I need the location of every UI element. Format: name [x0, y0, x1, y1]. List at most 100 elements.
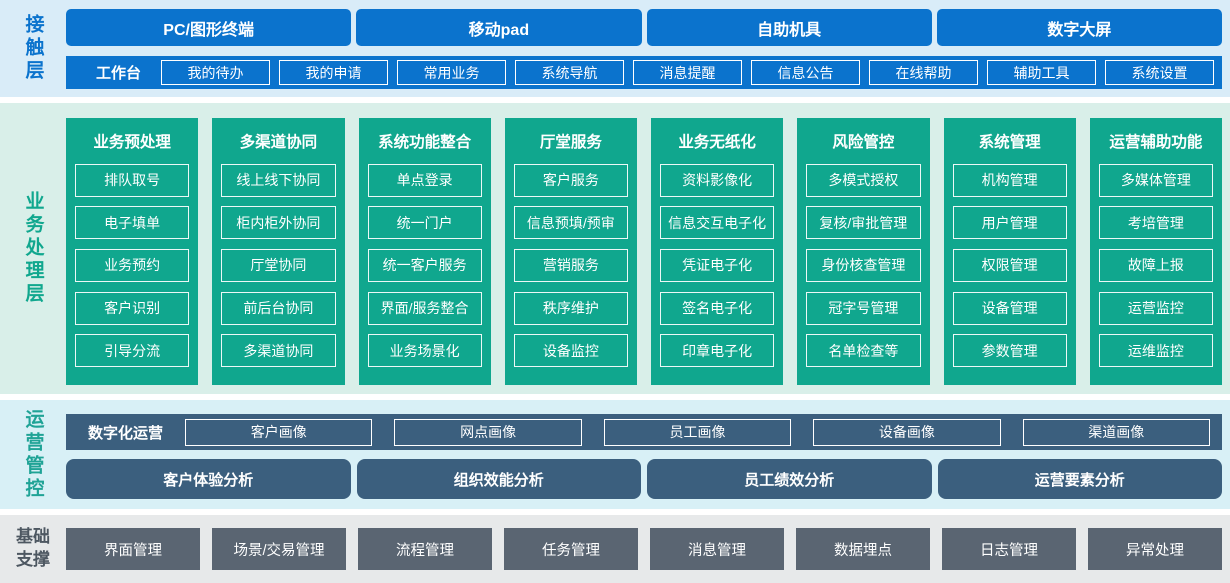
- business-item: 名单检查等: [806, 334, 921, 368]
- business-item: 厅堂协同: [221, 248, 336, 282]
- operations-layer-content: 数字化运营 客户画像网点画像员工画像设备画像渠道画像 客户体验分析组织效能分析员…: [66, 400, 1230, 509]
- business-item: 多模式授权: [806, 163, 921, 197]
- foundation-support-layer: 基础支撑 界面管理场景/交易管理流程管理任务管理消息管理数据埋点日志管理异常处理: [0, 515, 1230, 583]
- portrait-item: 员工画像: [603, 418, 792, 446]
- workbench-item: 系统设置: [1105, 60, 1215, 85]
- business-item: 引导分流: [75, 334, 190, 368]
- business-item: 营销服务: [513, 248, 628, 282]
- operations-layer-label: 运营管控: [22, 408, 44, 501]
- business-item: 考培管理: [1098, 206, 1213, 240]
- business-item: 参数管理: [952, 334, 1067, 368]
- business-item: 运营监控: [1098, 291, 1213, 325]
- business-item: 业务预约: [75, 248, 190, 282]
- business-columns: 业务预处理排队取号电子填单业务预约客户识别引导分流多渠道协同线上线下协同柜内柜外…: [66, 118, 1222, 385]
- business-item: 电子填单: [75, 206, 190, 240]
- business-layer-content: 业务预处理排队取号电子填单业务预约客户识别引导分流多渠道协同线上线下协同柜内柜外…: [66, 103, 1230, 394]
- terminal-button: PC/图形终端: [66, 9, 352, 46]
- business-item: 界面/服务整合: [367, 291, 482, 325]
- foundation-item: 消息管理: [650, 528, 784, 570]
- business-column-items: 资料影像化信息交互电子化凭证电子化签名电子化印章电子化: [660, 154, 775, 377]
- business-item: 机构管理: [952, 163, 1067, 197]
- foundation-item: 界面管理: [66, 528, 200, 570]
- business-item: 设备监控: [513, 334, 628, 368]
- business-item: 用户管理: [952, 206, 1067, 240]
- section-divider: [0, 394, 1230, 400]
- business-column: 业务无纸化资料影像化信息交互电子化凭证电子化签名电子化印章电子化: [651, 118, 784, 385]
- business-column-title: 业务预处理: [93, 134, 171, 151]
- business-item: 故障上报: [1098, 248, 1213, 282]
- foundation-item: 日志管理: [942, 528, 1076, 570]
- workbench-item: 在线帮助: [869, 60, 979, 85]
- portrait-items: 客户画像网点画像员工画像设备画像渠道画像: [185, 418, 1210, 446]
- business-item: 秩序维护: [513, 291, 628, 325]
- business-item: 柜内柜外协同: [221, 206, 336, 240]
- business-item: 多渠道协同: [221, 334, 336, 368]
- business-item: 资料影像化: [660, 163, 775, 197]
- business-layer-label: 业务处理层: [22, 191, 44, 306]
- business-column-title: 多渠道协同: [239, 134, 318, 151]
- business-column-title: 厅堂服务: [539, 134, 602, 151]
- business-item: 运维监控: [1098, 334, 1213, 368]
- business-item: 线上线下协同: [221, 163, 336, 197]
- business-column-title: 业务无纸化: [678, 134, 756, 151]
- workbench-item: 辅助工具: [987, 60, 1097, 85]
- foundation-layer-label-area: 基础支撑: [0, 515, 66, 583]
- business-item: 统一客户服务: [367, 248, 482, 282]
- foundation-item: 任务管理: [504, 528, 638, 570]
- business-item: 凭证电子化: [660, 248, 775, 282]
- workbench-label: 工作台: [96, 65, 142, 82]
- business-item: 冠字号管理: [806, 291, 921, 325]
- analysis-button: 组织效能分析: [356, 459, 641, 499]
- analysis-button: 员工绩效分析: [647, 459, 932, 499]
- workbench-item: 常用业务: [397, 60, 507, 85]
- digital-operations-label: 数字化运营: [88, 424, 164, 442]
- analysis-button: 客户体验分析: [66, 459, 351, 499]
- workbench-bar: 工作台 我的待办我的申请常用业务系统导航消息提醒信息公告在线帮助辅助工具系统设置: [66, 56, 1222, 89]
- business-item: 排队取号: [75, 163, 190, 197]
- business-column: 系统功能整合单点登录统一门户统一客户服务界面/服务整合业务场景化: [358, 118, 491, 385]
- business-item: 印章电子化: [660, 334, 775, 368]
- business-column: 系统管理机构管理用户管理权限管理设备管理参数管理: [943, 118, 1076, 385]
- foundation-layer-label: 基础支撑: [16, 527, 50, 569]
- business-column: 风险管控多模式授权复核/审批管理身份核查管理冠字号管理名单检查等: [797, 118, 930, 385]
- section-divider: [0, 509, 1230, 515]
- business-column-title: 系统管理: [978, 134, 1041, 151]
- business-column-title: 系统功能整合: [378, 134, 472, 151]
- business-column-items: 单点登录统一门户统一客户服务界面/服务整合业务场景化: [367, 154, 482, 377]
- portrait-item: 客户画像: [185, 418, 373, 446]
- business-column-title: 风险管控: [832, 134, 895, 151]
- digital-operations-bar: 数字化运营 客户画像网点画像员工画像设备画像渠道画像: [66, 414, 1222, 450]
- portrait-item: 渠道画像: [1022, 418, 1210, 446]
- operations-layer-label-area: 运营管控: [0, 400, 66, 509]
- business-item: 客户服务: [513, 163, 628, 197]
- business-processing-layer: 业务处理层 业务预处理排队取号电子填单业务预约客户识别引导分流多渠道协同线上线下…: [0, 103, 1230, 394]
- terminal-button: 自助机具: [646, 9, 932, 46]
- workbench-item: 信息公告: [751, 60, 861, 85]
- workbench-items: 我的待办我的申请常用业务系统导航消息提醒信息公告在线帮助辅助工具系统设置: [161, 60, 1215, 85]
- foundation-item: 场景/交易管理: [212, 528, 346, 570]
- business-item: 设备管理: [952, 291, 1067, 325]
- business-layer-label-area: 业务处理层: [0, 103, 66, 394]
- contact-layer-label-area: 接触层: [0, 0, 66, 97]
- contact-layer-label: 接触层: [22, 14, 44, 83]
- operations-control-layer: 运营管控 数字化运营 客户画像网点画像员工画像设备画像渠道画像 客户体验分析组织…: [0, 400, 1230, 509]
- business-item: 前后台协同: [221, 291, 336, 325]
- business-item: 签名电子化: [660, 291, 775, 325]
- foundation-item: 异常处理: [1088, 528, 1222, 570]
- portrait-item: 设备画像: [813, 418, 1001, 446]
- terminal-button: 移动pad: [356, 9, 642, 46]
- business-column: 厅堂服务客户服务信息预填/预审营销服务秩序维护设备监控: [504, 118, 637, 385]
- business-column: 运营辅助功能多媒体管理考培管理故障上报运营监控运维监控: [1089, 118, 1222, 385]
- business-item: 多媒体管理: [1098, 163, 1213, 197]
- section-divider: [0, 97, 1230, 103]
- business-item: 信息预填/预审: [513, 206, 628, 240]
- foundation-item: 流程管理: [358, 528, 492, 570]
- business-column-title: 运营辅助功能: [1109, 134, 1203, 151]
- business-item: 身份核查管理: [806, 248, 921, 282]
- business-column-items: 多模式授权复核/审批管理身份核查管理冠字号管理名单检查等: [806, 154, 921, 377]
- business-column-items: 线上线下协同柜内柜外协同厅堂协同前后台协同多渠道协同: [221, 154, 336, 377]
- business-column-items: 排队取号电子填单业务预约客户识别引导分流: [75, 154, 190, 377]
